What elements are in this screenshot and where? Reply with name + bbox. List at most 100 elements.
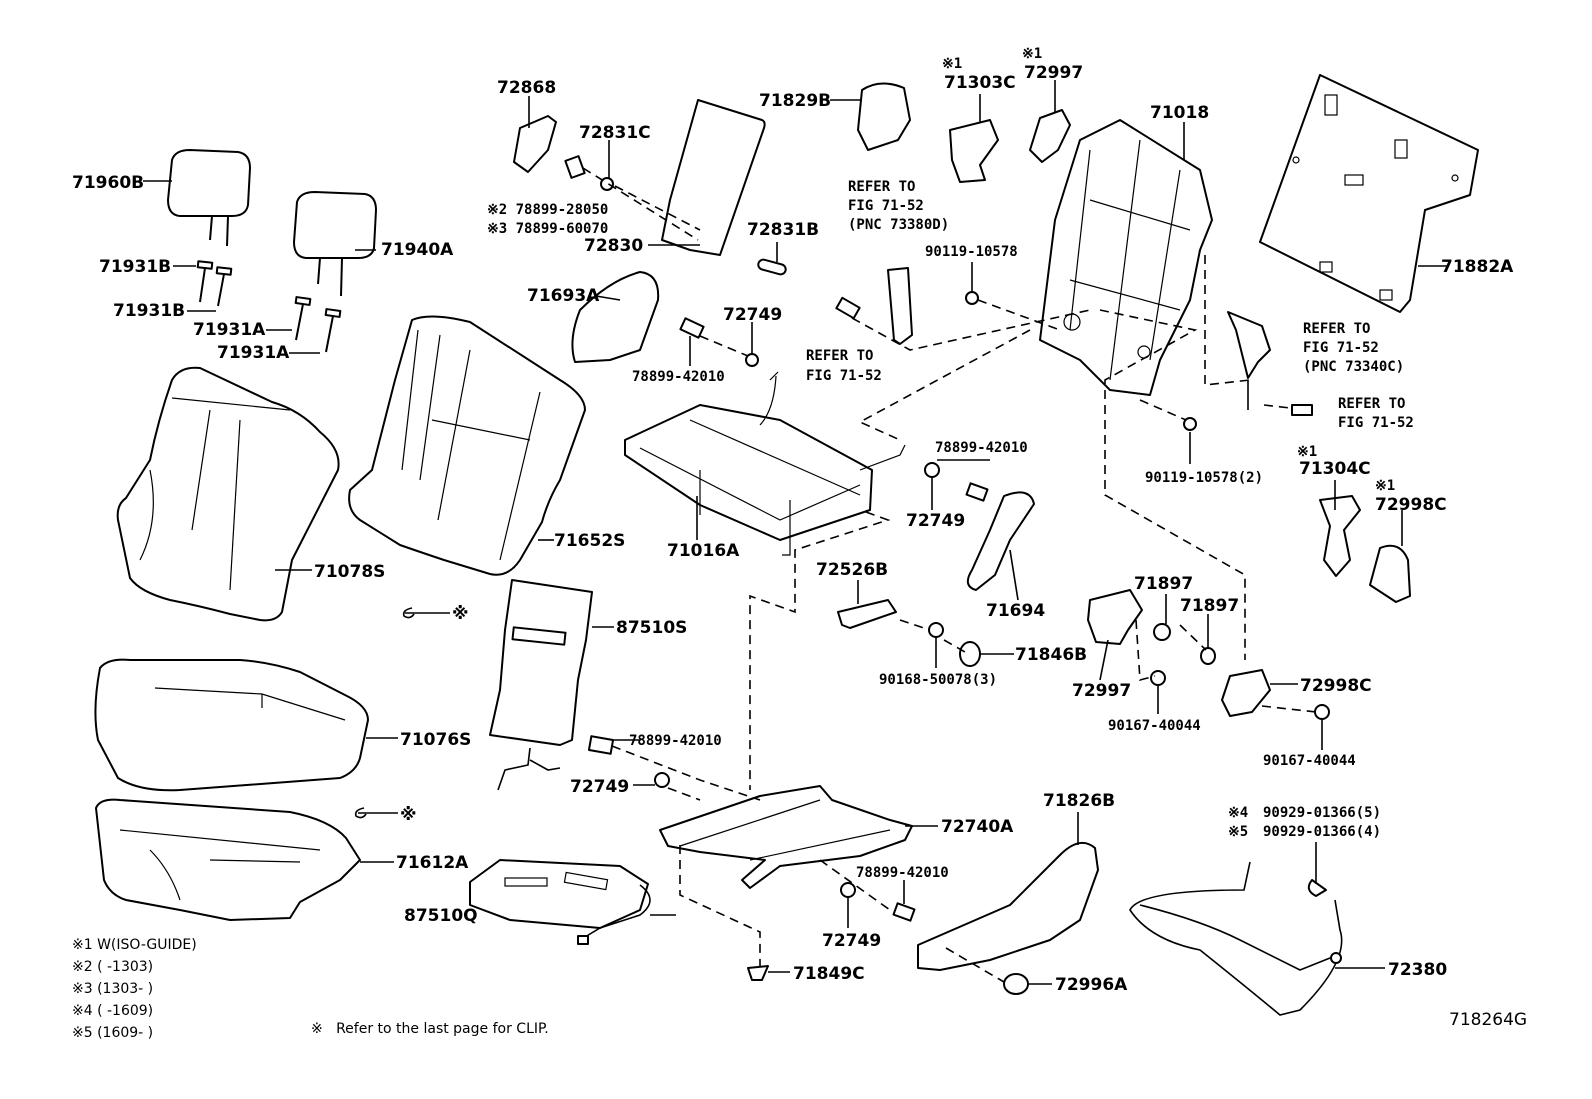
label-72749-2: 72749 bbox=[906, 511, 965, 531]
clip-markers: ※ ※ bbox=[354, 604, 469, 825]
label-72380: 72380 bbox=[1388, 960, 1447, 980]
label-72998c-bottom: 72998C bbox=[1300, 676, 1372, 696]
label-72749-1: 72749 bbox=[723, 305, 782, 325]
dashed-assembly-lines bbox=[582, 167, 1317, 983]
label-71882a: 71882A bbox=[1441, 257, 1514, 277]
refer-fig-b-line1: REFER TO bbox=[1338, 396, 1405, 412]
label-71693a: 71693A bbox=[527, 286, 600, 306]
mark-72998c-top: ※1 bbox=[1375, 478, 1395, 494]
label-90167-40044-2: 90167-40044 bbox=[1263, 753, 1356, 769]
clip-note: ※ Refer to the last page for CLIP. bbox=[311, 1021, 549, 1037]
label-78899-42010-1: 78899-42010 bbox=[632, 369, 725, 385]
label-71960b: 71960B bbox=[72, 173, 144, 193]
label-90168-50078: 90168-50078(3) bbox=[879, 672, 997, 688]
diagram-code: 718264G bbox=[1449, 1010, 1527, 1030]
refer-fig-a-line1: REFER TO bbox=[806, 348, 873, 364]
label-78899-42010-4: 78899-42010 bbox=[856, 865, 949, 881]
label-71940a: 71940A bbox=[381, 240, 454, 260]
footnote-5: ※5 (1609- ) bbox=[72, 1025, 153, 1041]
label-72997-top: 72997 bbox=[1024, 63, 1083, 83]
footnote-1: ※1 W(ISO-GUIDE) bbox=[72, 937, 197, 953]
label-71304c: 71304C bbox=[1299, 459, 1371, 479]
label-71931a-1: 71931A bbox=[193, 320, 266, 340]
label-72868: 72868 bbox=[497, 78, 556, 98]
back-board-71882a-drawing bbox=[1259, 74, 1479, 313]
small-parts-drawing bbox=[513, 82, 1411, 1016]
label-71016a: 71016A bbox=[667, 541, 740, 561]
seat-cushion-pad-71612a-drawing bbox=[95, 798, 361, 921]
label-71694: 71694 bbox=[986, 601, 1045, 621]
headrest-71940a-drawing bbox=[293, 191, 377, 297]
label-72740a: 72740A bbox=[941, 817, 1014, 837]
label-90929-01366-4: 90929-01366(4) bbox=[1263, 824, 1381, 840]
label-87510q: 87510Q bbox=[404, 906, 478, 926]
seatback-pad-71652s-drawing bbox=[348, 315, 586, 576]
refer-fig-a-line2: FIG 71-52 bbox=[806, 368, 882, 384]
headrest-71960b-drawing bbox=[167, 149, 251, 247]
label-78899-42010-3: 78899-42010 bbox=[629, 733, 722, 749]
refer-73340c-line2: FIG 71-52 bbox=[1303, 340, 1379, 356]
mark-71303c: ※1 bbox=[942, 56, 962, 72]
refer-73340c-line1: REFER TO bbox=[1303, 321, 1370, 337]
label-72996a: 72996A bbox=[1055, 975, 1128, 995]
mark-90929-5: ※5 bbox=[1228, 824, 1248, 840]
label-72526b: 72526B bbox=[816, 560, 888, 580]
label-87510s: 87510S bbox=[616, 618, 687, 638]
mark-90929-4: ※4 bbox=[1228, 805, 1248, 821]
seatback-board-87510s-drawing bbox=[489, 579, 593, 791]
label-90929-01366-5: 90929-01366(5) bbox=[1263, 805, 1381, 821]
label-71846b: 71846B bbox=[1015, 645, 1087, 665]
label-90119-10578: 90119-10578 bbox=[925, 244, 1018, 260]
label-71931b-2: 71931B bbox=[113, 301, 185, 321]
footnotes: ※1 W(ISO-GUIDE) ※2 ( -1303) ※3 (1303- ) … bbox=[72, 937, 549, 1041]
part-labels: 72868 72831C 71960B ※2 78899-28050 ※3 78… bbox=[72, 46, 1514, 995]
label-71652s: 71652S bbox=[554, 531, 625, 551]
footnote-4: ※4 ( -1609) bbox=[72, 1003, 153, 1019]
leader-lines bbox=[143, 80, 1448, 985]
label-72997-bottom: 72997 bbox=[1072, 681, 1131, 701]
refer-73380d-line3: (PNC 73380D) bbox=[848, 217, 949, 233]
label-71018: 71018 bbox=[1150, 103, 1209, 123]
footnote-3: ※3 (1303- ) bbox=[72, 981, 153, 997]
headrest-guides-drawing bbox=[196, 260, 342, 353]
label-71829b: 71829B bbox=[759, 91, 831, 111]
mark-72997-top: ※1 bbox=[1022, 46, 1042, 62]
refer-fig-b-line2: FIG 71-52 bbox=[1338, 415, 1414, 431]
seat-frame-71016a-drawing bbox=[624, 371, 906, 556]
footnote-2: ※2 ( -1303) bbox=[72, 959, 153, 975]
label-71849c: 71849C bbox=[793, 964, 865, 984]
label-72830: 72830 bbox=[584, 236, 643, 256]
label-72749-4: 72749 bbox=[822, 931, 881, 951]
label-90167-40044-1: 90167-40044 bbox=[1108, 718, 1201, 734]
label-71076s: 71076S bbox=[400, 730, 471, 750]
seatback-cover-71078s-drawing bbox=[116, 366, 340, 622]
label-90119-10578-2: 90119-10578(2) bbox=[1145, 470, 1263, 486]
label-71897-1: 71897 bbox=[1134, 574, 1193, 594]
label-71897-2: 71897 bbox=[1180, 596, 1239, 616]
cushion-board-87510q-drawing bbox=[469, 859, 651, 945]
label-71826b: 71826B bbox=[1043, 791, 1115, 811]
refer-73380d-line2: FIG 71-52 bbox=[848, 198, 924, 214]
label-72998c-top: 72998C bbox=[1375, 495, 1447, 515]
back-panel-72830-drawing bbox=[661, 99, 766, 256]
label-71931b-1: 71931B bbox=[99, 257, 171, 277]
label-78899-28050: ※2 78899-28050 bbox=[487, 202, 608, 218]
label-71931a-2: 71931A bbox=[217, 343, 290, 363]
label-72749-3: 72749 bbox=[570, 777, 629, 797]
refer-73340c-line3: (PNC 73340C) bbox=[1303, 359, 1404, 375]
label-78899-60070: ※3 78899-60070 bbox=[487, 221, 608, 237]
refer-notes: REFER TO FIG 71-52 (PNC 73380D) REFER TO… bbox=[806, 179, 1414, 431]
clip-mark-2: ※ bbox=[400, 805, 417, 825]
label-71078s: 71078S bbox=[314, 562, 385, 582]
seat-cushion-cover-71076s-drawing bbox=[94, 658, 369, 792]
mark-71304c: ※1 bbox=[1297, 444, 1317, 460]
label-71612a: 71612A bbox=[396, 853, 469, 873]
label-71303c: 71303C bbox=[944, 73, 1016, 93]
seatback-frame-71018-drawing bbox=[1039, 119, 1213, 396]
label-72831c: 72831C bbox=[579, 123, 651, 143]
label-78899-42010-2: 78899-42010 bbox=[935, 440, 1028, 456]
refer-73380d-line1: REFER TO bbox=[848, 179, 915, 195]
label-72831b: 72831B bbox=[747, 220, 819, 240]
clip-mark-1: ※ bbox=[452, 604, 469, 624]
